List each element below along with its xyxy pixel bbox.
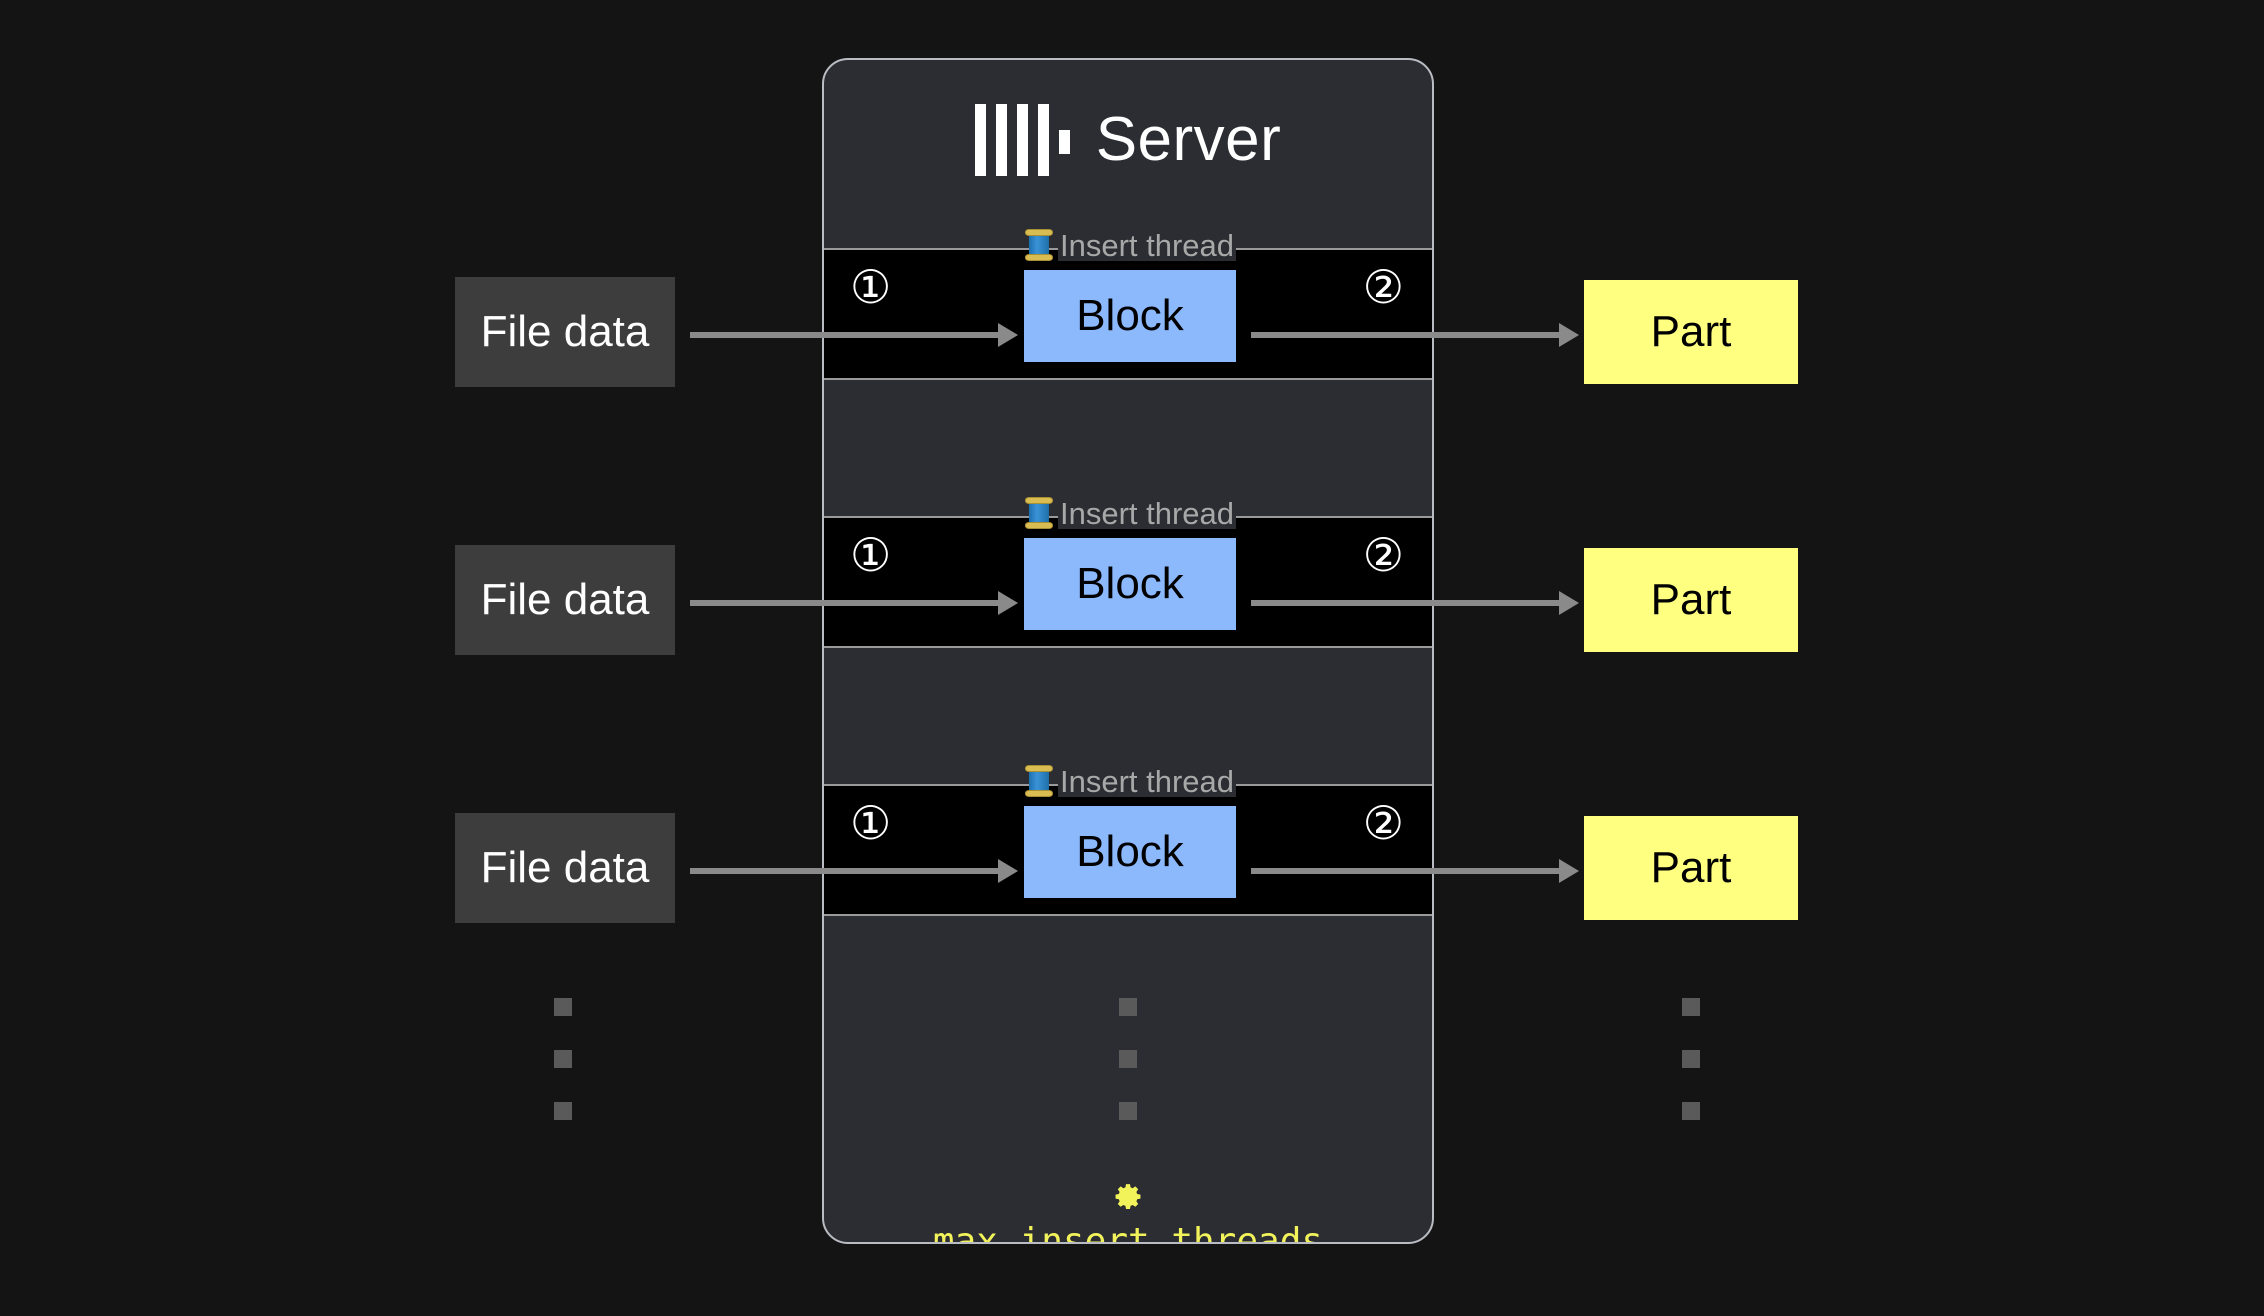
block-box: Block	[1024, 270, 1236, 362]
thread-spool-icon	[1024, 496, 1054, 530]
insert-thread-label: Insert thread	[1057, 495, 1237, 531]
arrow-block-to-part	[1251, 859, 1579, 883]
step-badge-one: ①	[850, 260, 892, 314]
clickhouse-logo-icon	[974, 104, 1070, 176]
part-label: Part	[1650, 575, 1732, 624]
insert-thread-label: Insert thread	[1057, 763, 1237, 799]
logo-bar	[995, 104, 1007, 176]
block-box: Block	[1024, 806, 1236, 898]
part-label: Part	[1650, 843, 1732, 892]
part-box: Part	[1584, 816, 1798, 920]
insert-thread-label-group: Insert thread	[1024, 763, 1237, 799]
step-badge-two: ②	[1362, 796, 1404, 850]
ellipsis-marker-center	[1119, 998, 1137, 1120]
logo-bar-short	[1058, 130, 1070, 154]
block-label: Block	[1076, 291, 1184, 340]
block-box: Block	[1024, 538, 1236, 630]
gear-icon	[1115, 1184, 1141, 1210]
part-box: Part	[1584, 548, 1798, 652]
insert-thread-row: Insert thread ① ② Block	[824, 229, 1432, 380]
insert-thread-label-group: Insert thread	[1024, 495, 1237, 531]
server-header: Server	[824, 60, 1432, 220]
server-title: Server	[1095, 105, 1282, 174]
server-panel: Server Insert thread ① ② Block	[822, 58, 1434, 1244]
file-data-label: File data	[480, 575, 650, 624]
insert-thread-label-group: Insert thread	[1024, 227, 1237, 263]
step-badge-one: ①	[850, 528, 892, 582]
max-insert-threads-setting: max_insert_threads	[824, 1182, 1432, 1244]
insert-thread-row: Insert thread ① ② Block	[824, 765, 1432, 916]
logo-bar	[1016, 104, 1028, 176]
step-badge-one: ①	[850, 796, 892, 850]
file-data-box: File data	[455, 545, 675, 655]
step-badge-two: ②	[1362, 260, 1404, 314]
logo-bar	[1037, 104, 1049, 176]
ellipsis-marker-right	[1682, 998, 1700, 1120]
arrow-file-data-to-block	[690, 859, 1018, 883]
part-label: Part	[1650, 307, 1732, 356]
arrow-file-data-to-block	[690, 591, 1018, 615]
file-data-label: File data	[480, 307, 650, 356]
block-label: Block	[1076, 559, 1184, 608]
file-data-label: File data	[480, 843, 650, 892]
thread-spool-icon	[1024, 764, 1054, 798]
arrow-file-data-to-block	[690, 323, 1018, 347]
step-badge-two: ②	[1362, 528, 1404, 582]
insert-thread-label: Insert thread	[1057, 227, 1237, 263]
file-data-box: File data	[455, 277, 675, 387]
arrow-block-to-part	[1251, 591, 1579, 615]
insert-thread-row: Insert thread ① ② Block	[824, 497, 1432, 648]
arrow-block-to-part	[1251, 323, 1579, 347]
thread-spool-icon	[1024, 228, 1054, 262]
logo-bar	[974, 104, 986, 176]
setting-name-label: max_insert_threads	[932, 1221, 1324, 1244]
part-box: Part	[1584, 280, 1798, 384]
ellipsis-marker-left	[554, 998, 572, 1120]
block-label: Block	[1076, 827, 1184, 876]
file-data-box: File data	[455, 813, 675, 923]
